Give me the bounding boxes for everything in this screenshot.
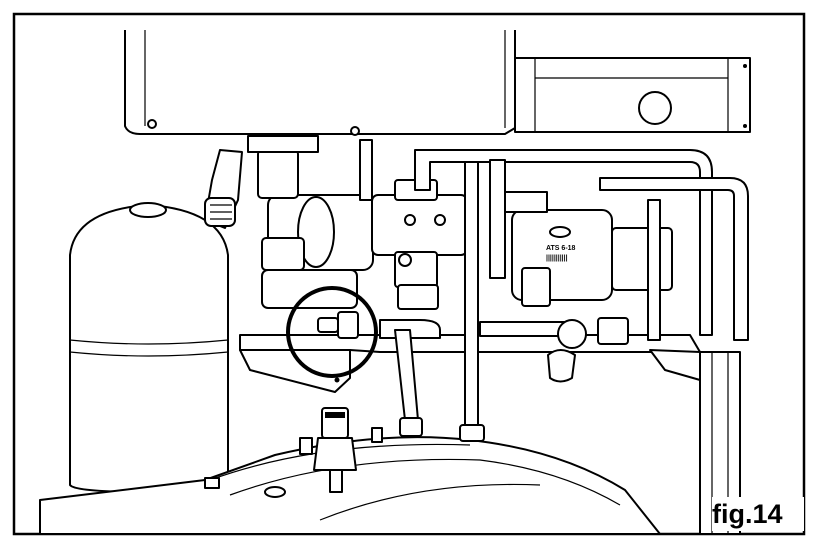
tank-valve [313,407,357,493]
highlight-circle [286,286,378,378]
boiler-casing [124,30,751,136]
expansion-vessel [69,202,229,506]
circulation-pump: ATS 6-18 ||||||||||| [504,191,673,307]
valve-block [204,135,374,309]
hot-water-tank [39,427,661,535]
svg-text:|||||||||||: ||||||||||| [546,255,568,262]
central-manifold [371,179,468,310]
bottom-fittings [317,311,629,383]
figure-label: fig.14 [712,497,804,531]
svg-text:ATS 6-18: ATS 6-18 [546,245,576,252]
